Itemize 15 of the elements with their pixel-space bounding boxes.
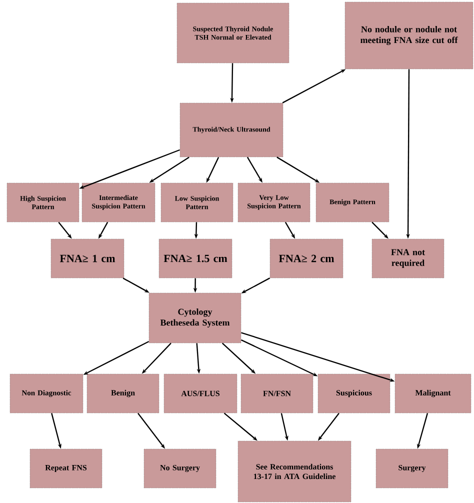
flow-box: See Recommendations 13-17 in ATA Guideline	[238, 440, 352, 502]
flow-box: AUS/FLUS	[164, 374, 238, 414]
flow-box: FNA≥ 1 cm	[50, 238, 124, 278]
flow-box: Repeat FNS	[30, 448, 102, 488]
flow-box: No nodule or nodule not meeting FNA size cut off	[344, 2, 474, 70]
flow-box: FNA not required	[372, 238, 444, 278]
flow-box: Benign	[86, 374, 160, 414]
flow-box: No Surgery	[144, 448, 216, 488]
flow-box: FNA≥ 1.5 cm	[158, 238, 232, 278]
flow-box: FN/FSN	[240, 374, 314, 414]
flow-box: Cytology Betheseda System	[148, 292, 242, 344]
flow-box: Surgery	[376, 448, 448, 488]
flow-box: Suspicious	[318, 374, 390, 414]
flow-box: FNA≥ 2 cm	[270, 238, 344, 278]
flow-box: Malignant	[394, 374, 472, 414]
